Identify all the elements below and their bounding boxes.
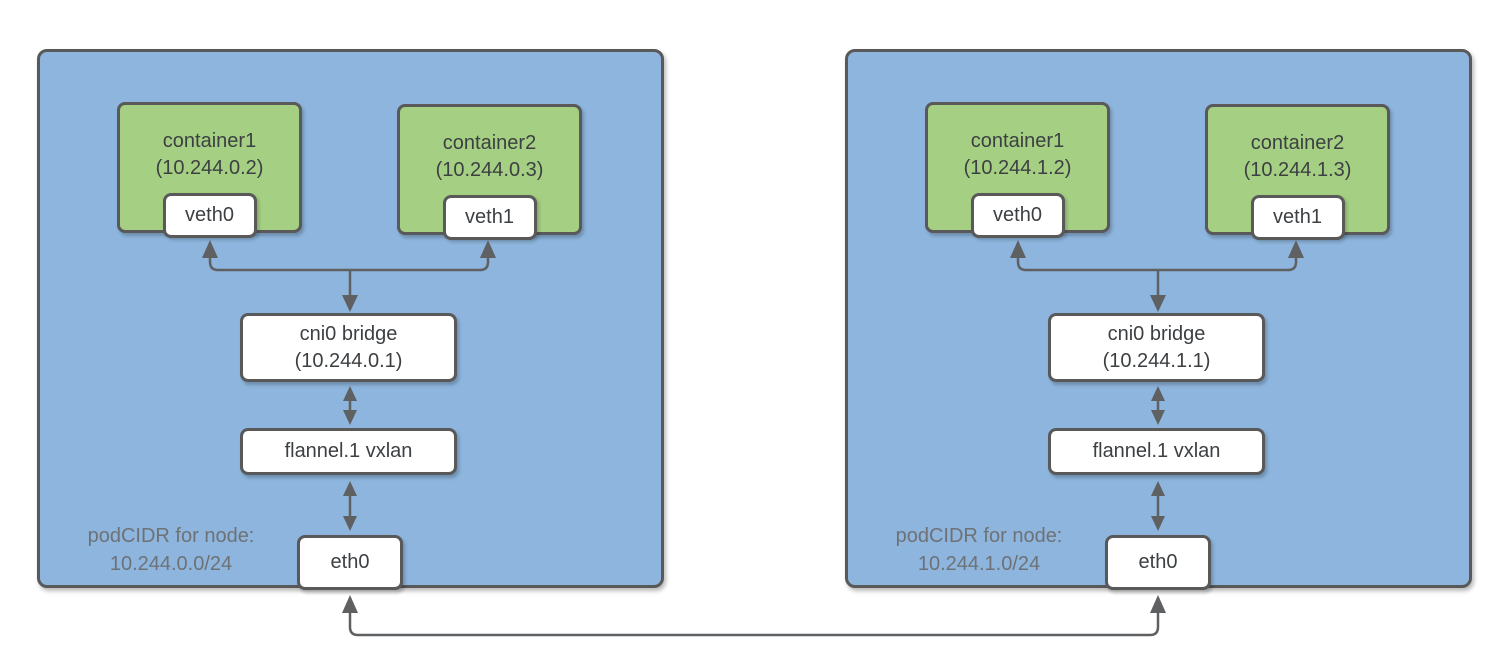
- cni0-bridge-name: cni0 bridge: [1107, 322, 1206, 345]
- node-box-1: container1 (10.244.0.2) veth0 container2…: [37, 49, 664, 590]
- podcidr-label-line2: 10.244.1.0/24: [917, 553, 1041, 575]
- veth-box: veth1: [442, 195, 537, 240]
- podcidr-label-line2: 10.244.0.0/24: [109, 553, 233, 575]
- container-ip: (10.244.1.3): [1243, 159, 1352, 181]
- container-name: container2: [1250, 132, 1345, 154]
- podcidr-label-line1: podCIDR for node:: [895, 525, 1063, 547]
- container-ip: (10.244.0.2): [155, 157, 264, 179]
- veth-box: veth0: [162, 193, 257, 238]
- podcidr-label-line1: podCIDR for node:: [87, 525, 255, 547]
- container-name: container2: [442, 132, 537, 154]
- eth0-box: eth0: [1105, 535, 1211, 590]
- cni0-bridge-box: cni0 bridge (10.244.0.1): [240, 313, 457, 382]
- eth0-box: eth0: [297, 535, 403, 590]
- veth-box: veth0: [970, 193, 1065, 238]
- podcidr-label: podCIDR for node: 10.244.1.0/24: [854, 522, 1104, 578]
- node-box-2: container1 (10.244.1.2) veth0 container2…: [845, 49, 1472, 590]
- container-ip: (10.244.1.2): [963, 157, 1072, 179]
- flannel-vxlan-box: flannel.1 vxlan: [1048, 428, 1265, 475]
- cni0-bridge-ip: (10.244.1.1): [1102, 349, 1211, 372]
- container-box: container1 (10.244.1.2) veth0: [925, 102, 1110, 238]
- veth-box: veth1: [1250, 195, 1345, 240]
- container-box: container1 (10.244.0.2) veth0: [117, 102, 302, 238]
- container-box: container2 (10.244.0.3) veth1: [397, 104, 582, 240]
- container-name: container1: [970, 130, 1065, 152]
- container-ip: (10.244.0.3): [435, 159, 544, 181]
- flannel-vxlan-box: flannel.1 vxlan: [240, 428, 457, 475]
- container-name: container1: [162, 130, 257, 152]
- cni0-bridge-ip: (10.244.0.1): [294, 349, 403, 372]
- podcidr-label: podCIDR for node: 10.244.0.0/24: [46, 522, 296, 578]
- container-box: container2 (10.244.1.3) veth1: [1205, 104, 1390, 240]
- cni0-bridge-box: cni0 bridge (10.244.1.1): [1048, 313, 1265, 382]
- inter-node-connector: [342, 595, 1166, 637]
- cni0-bridge-name: cni0 bridge: [299, 322, 398, 345]
